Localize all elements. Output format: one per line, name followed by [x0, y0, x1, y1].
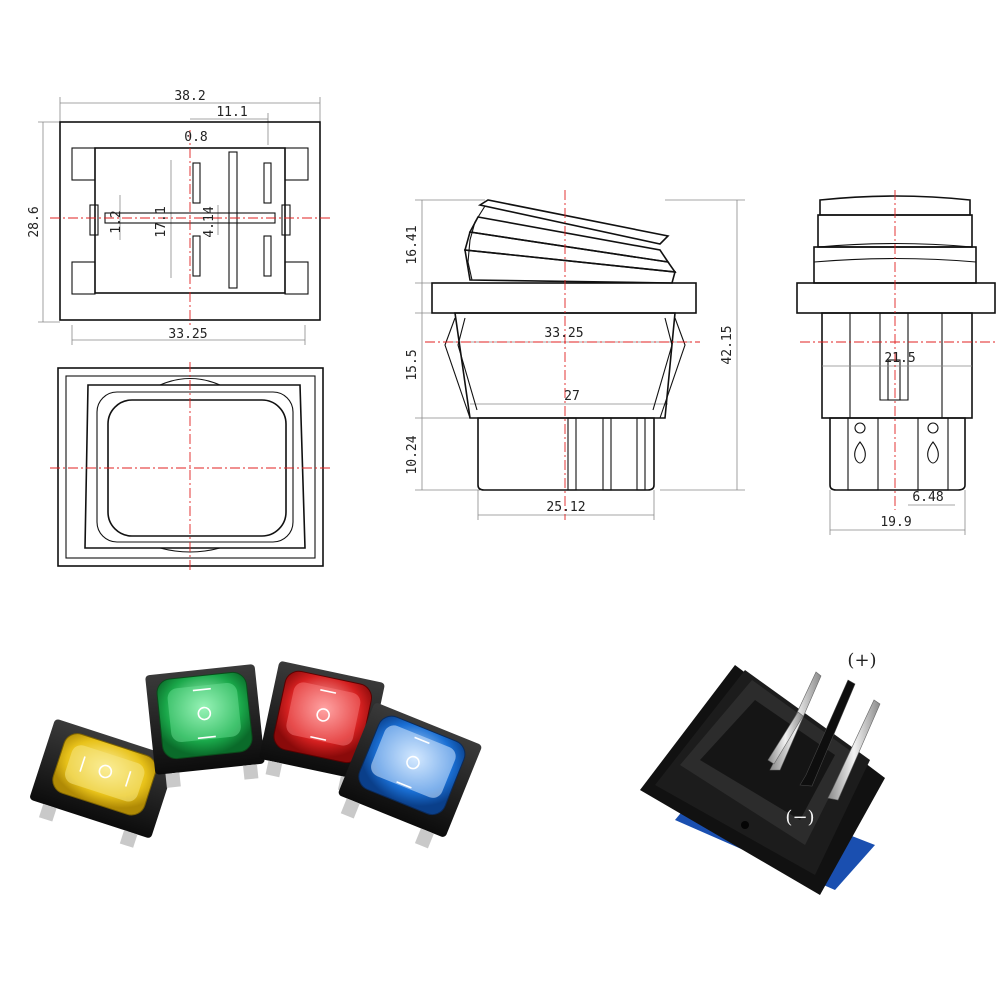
- dim-body-width-label: 33.25: [544, 326, 583, 341]
- dim-terminal-label: 10.24: [405, 435, 420, 474]
- dim-actuator-label: 16.41: [405, 225, 420, 264]
- front-face-drawing: [50, 362, 330, 570]
- red-switch: [259, 661, 385, 793]
- dim-pin-width-label: 6.48: [912, 490, 943, 505]
- dim-height-label: 28.6: [27, 206, 42, 237]
- top-view-drawing: 38.2 11.1 0.8 28.6 1.2 17.1 4.14 33.25: [27, 89, 330, 345]
- dim-end-width-label: 21.5: [884, 351, 915, 366]
- dim-base-width-label: 19.9: [880, 515, 911, 530]
- terminal-photo: (+) (−): [640, 650, 885, 895]
- side-view-drawing: 16.41 15.5 10.24 42.15 33.25 27 25.12: [405, 190, 745, 520]
- dim-width-label: 38.2: [174, 89, 205, 104]
- dim-bottom-width-label: 33.25: [168, 327, 207, 342]
- dim-offset-label: 11.1: [216, 105, 247, 120]
- yellow-switch: [30, 719, 176, 848]
- end-view-drawing: 21.5 6.48 19.9: [796, 190, 998, 535]
- dim-small-b-label: 4.14: [202, 206, 217, 237]
- dim-inner-height-label: 17.1: [154, 206, 169, 237]
- colored-switches-photo: [30, 661, 482, 849]
- green-switch: [145, 664, 265, 788]
- dim-small-a-label: 1.2: [109, 210, 124, 233]
- dim-gap-label: 0.8: [184, 130, 207, 145]
- negative-terminal-label: (−): [785, 807, 814, 828]
- blue-switch: [338, 703, 482, 849]
- dim-inner-width-label: 27: [564, 389, 580, 404]
- dim-body-height-label: 15.5: [405, 349, 420, 380]
- dim-base-label: 25.12: [546, 500, 585, 515]
- dim-total-height-label: 42.15: [720, 325, 735, 364]
- positive-terminal-label: (+): [847, 650, 876, 671]
